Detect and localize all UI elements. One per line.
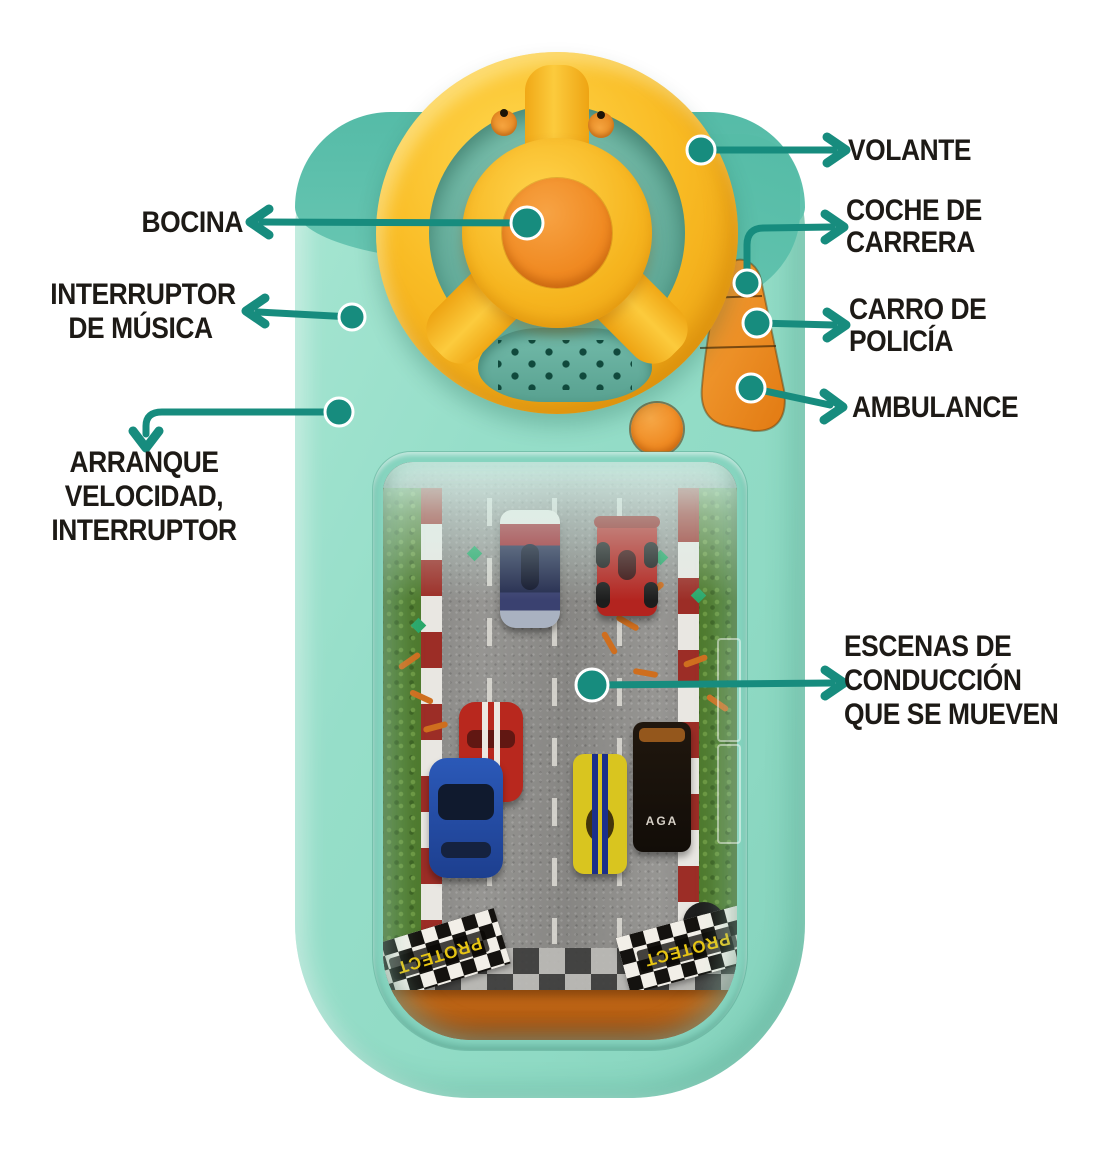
car-decal-text: AGA — [645, 814, 679, 828]
speaker-grille — [498, 340, 632, 390]
screen-latch-bottom — [717, 744, 741, 844]
horn-button[interactable] — [502, 178, 612, 288]
label-interruptor-de-musica: INTERRUPTOR DE MÚSICA — [50, 278, 236, 345]
music-switch-button[interactable] — [631, 403, 683, 455]
steering-wheel[interactable] — [376, 52, 738, 414]
label-arranque-velocidad-interruptor: ARRANQUE VELOCIDAD, INTERRUPTOR — [51, 446, 237, 547]
toy-car-blue-prototype — [500, 510, 560, 628]
screen-bottom-strip — [383, 990, 737, 1040]
label-volante: VOLANTE — [848, 134, 972, 167]
police-car-sound-button[interactable] — [740, 306, 772, 338]
driving-scene-screen: AGA PROTECT PROTECT — [383, 462, 737, 1040]
screen-bezel: AGA PROTECT PROTECT — [373, 452, 747, 1050]
protect-banner-text: PROTECT — [635, 925, 737, 973]
label-ambulance: AMBULANCE — [852, 391, 1019, 424]
wheel-screw-right — [588, 111, 614, 138]
toy-car-yellow — [573, 754, 627, 874]
curb-right — [678, 488, 699, 950]
label-coche-de-carrera: COCHE DE CARRERA — [846, 194, 982, 259]
grass-strip-left — [383, 488, 421, 950]
toy-car-blue — [429, 758, 503, 878]
label-bocina: BOCINA — [141, 206, 243, 239]
label-escenas-de-conduccion: ESCENAS DE CONDUCCIÓN QUE SE MUEVEN — [844, 630, 1059, 731]
protect-banner-text: PROTECT — [387, 929, 491, 981]
wheel-screw-left — [491, 109, 517, 136]
toy-car-black: AGA — [633, 722, 691, 852]
toy-car-red-f1 — [594, 516, 660, 616]
screen-latch-top — [717, 638, 741, 742]
label-carro-de-policia: CARRO DE POLICÍA — [849, 293, 987, 358]
curb-left — [421, 488, 442, 950]
